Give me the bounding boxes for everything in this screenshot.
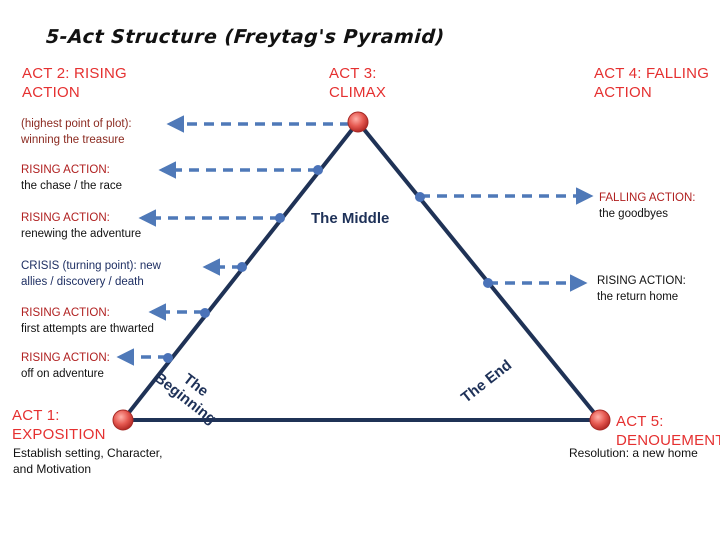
plot-point-rising-4 bbox=[163, 353, 173, 363]
note-rising-3-head: RISING ACTION: bbox=[21, 307, 110, 319]
note-rising-3-text: first attempts are thwarted bbox=[21, 323, 154, 335]
act1-label-line1: ACT 1: bbox=[12, 407, 60, 424]
act2-label: ACT 2: RISING ACTION bbox=[22, 64, 127, 102]
act1-label: ACT 1: EXPOSITION bbox=[12, 406, 106, 444]
note-climax-line1: (highest point of plot): bbox=[21, 118, 132, 130]
note-rising-2: RISING ACTION: renewing the adventure bbox=[21, 210, 141, 242]
page-title: 5-Act Structure (Freytag's Pyramid) bbox=[45, 26, 446, 48]
note-rising-3: RISING ACTION: first attempts are thwart… bbox=[21, 305, 154, 337]
note-rising-4-head: RISING ACTION: bbox=[21, 352, 110, 364]
note-crisis-line2: allies / discovery / death bbox=[21, 276, 144, 288]
note-rising-1-head: RISING ACTION: bbox=[21, 164, 110, 176]
plot-point-crisis bbox=[237, 262, 247, 272]
note-climax-line2: winning the treasure bbox=[21, 134, 125, 146]
act4-label: ACT 4: FALLING ACTION bbox=[594, 64, 709, 102]
plot-point-rising-2 bbox=[275, 213, 285, 223]
act2-label-line2: ACTION bbox=[22, 84, 80, 101]
act1-label-line2: EXPOSITION bbox=[12, 426, 106, 443]
plot-point-rising-3 bbox=[200, 308, 210, 318]
note-rising-4: RISING ACTION: off on adventure bbox=[21, 350, 110, 382]
act5-label: ACT 5: DENOUEMENT bbox=[616, 412, 720, 450]
note-denouement: Resolution: a new home bbox=[569, 445, 698, 461]
region-middle: The Middle bbox=[311, 210, 390, 227]
note-exposition-line1: Establish setting, Character, bbox=[13, 446, 163, 460]
note-rising-4-text: off on adventure bbox=[21, 368, 104, 380]
note-falling: FALLING ACTION: the goodbyes bbox=[599, 190, 696, 222]
note-rising-2-text: renewing the adventure bbox=[21, 228, 142, 240]
note-crisis: CRISIS (turning point): new allies / dis… bbox=[21, 258, 161, 290]
act5-label-line2: DENOUEMENT bbox=[616, 432, 720, 449]
note-crisis-line1: CRISIS (turning point): new bbox=[21, 260, 161, 272]
act5-label-line1: ACT 5: bbox=[616, 413, 664, 430]
note-return-head: RISING ACTION: bbox=[597, 275, 686, 287]
note-rising-2-head: RISING ACTION: bbox=[21, 212, 110, 224]
note-return: RISING ACTION: the return home bbox=[597, 273, 686, 305]
plot-point-rising-1 bbox=[313, 165, 323, 175]
note-denouement-line1: Resolution: a new home bbox=[569, 446, 698, 460]
node-denouement bbox=[589, 409, 611, 431]
note-falling-head: FALLING ACTION: bbox=[599, 192, 696, 204]
act3-label-line2: CLIMAX bbox=[329, 84, 387, 101]
act2-label-line1: ACT 2: RISING bbox=[22, 65, 127, 82]
note-climax: (highest point of plot): winning the tre… bbox=[21, 116, 132, 148]
plot-point-falling bbox=[415, 192, 425, 202]
note-rising-1-text: the chase / the race bbox=[21, 180, 123, 192]
note-falling-text: the goodbyes bbox=[599, 208, 669, 220]
act4-label-line2: ACTION bbox=[594, 84, 652, 101]
node-exposition bbox=[112, 409, 134, 431]
act3-label: ACT 3: CLIMAX bbox=[329, 64, 386, 102]
note-exposition: Establish setting, Character, and Motiva… bbox=[13, 445, 162, 477]
plot-point-return bbox=[483, 278, 493, 288]
node-climax bbox=[347, 111, 369, 133]
act4-label-line1: ACT 4: FALLING bbox=[594, 65, 710, 82]
note-return-text: the return home bbox=[597, 291, 679, 303]
note-exposition-line2: and Motivation bbox=[13, 462, 92, 476]
act3-label-line1: ACT 3: bbox=[329, 65, 377, 82]
note-rising-1: RISING ACTION: the chase / the race bbox=[21, 162, 122, 194]
